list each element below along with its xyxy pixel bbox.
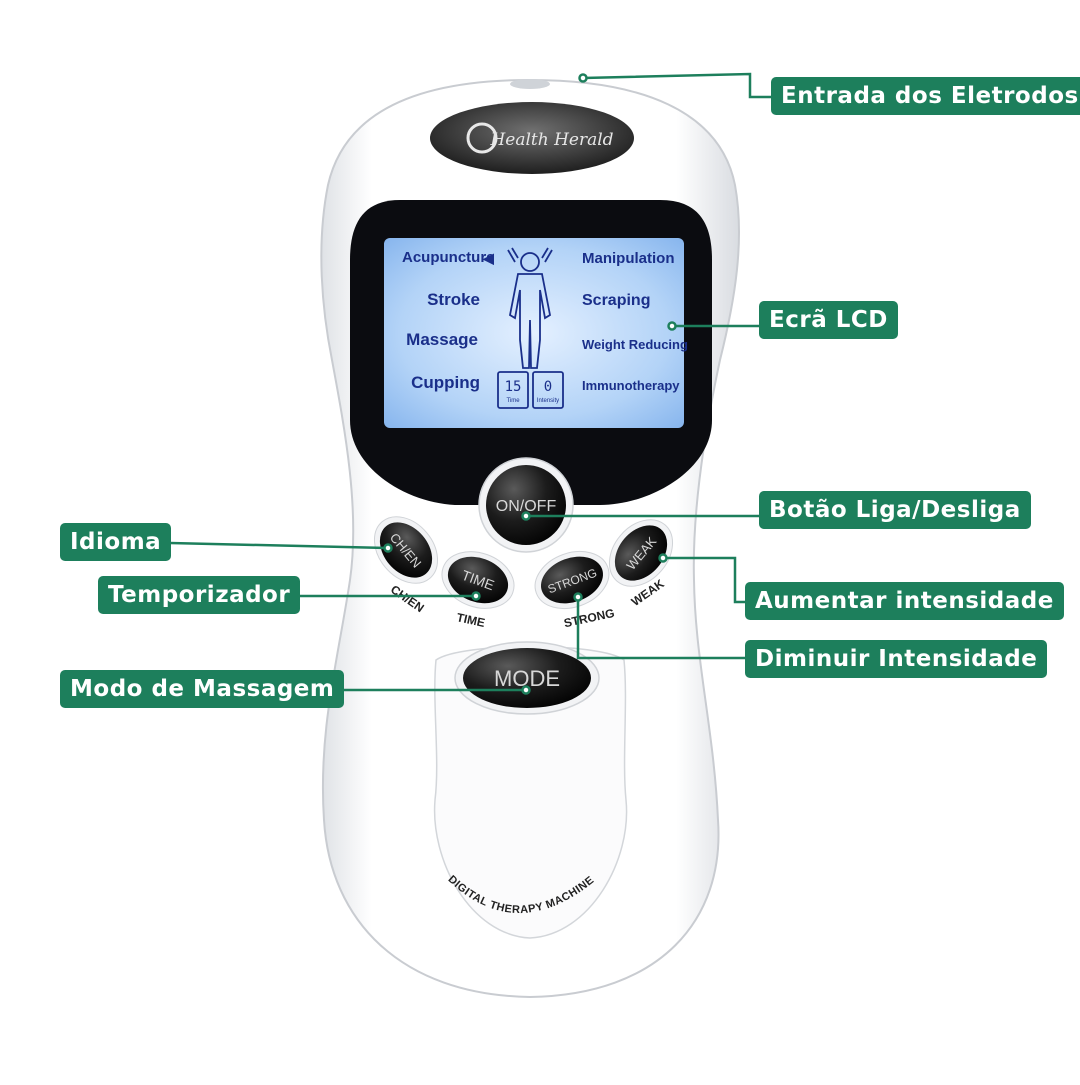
lcd-mode-manipulation: Manipulation [582,250,675,267]
callout-mode: Modo de Massagem [60,670,345,708]
time-button[interactable]: TIME [434,542,522,618]
anchor-dot-electrodes [578,73,588,83]
lcd-mode-massage: Massage [406,330,478,349]
lcd-mode-scraping: Scraping [582,292,650,309]
anchor-dot-power [521,511,531,521]
lcd-mode-cupping: Cupping [411,373,480,392]
lcd-mode-stroke: Stroke [427,290,480,309]
logo-plate [430,102,634,174]
anchor-dot-language [383,543,393,553]
anchor-dot-timer [471,591,481,601]
leader-line-decrease [576,597,746,660]
mode-button[interactable]: MODE [454,641,600,715]
callout-language: Idioma [60,523,172,561]
strong-button[interactable]: STRONG [527,542,617,619]
lcd-time-caption: Time [506,398,520,404]
lcd-intensity-value: 0 [544,379,552,395]
electrode-jack [510,79,550,89]
on-off-button[interactable]: ON/OFF [478,457,574,553]
ch-en-button[interactable]: CH/EN [362,504,451,595]
lcd-mode-weight-reducing: Weight Reducing [582,337,688,352]
lcd-intensity-box [532,371,564,409]
lcd-selected-indicator: ◀ [482,250,494,266]
lcd-time-box [497,371,529,409]
callout-electrodes: Entrada dos Eletrodos [771,77,1080,115]
weak-button[interactable]: WEAK [597,507,686,598]
leader-line-electrodes [582,72,772,99]
anchor-dot-increase [658,553,668,563]
human-figure-icon [507,247,553,369]
anchor-dot-mode [521,685,531,695]
lcd-intensity-caption: Intensity [537,398,559,404]
anchor-dot-lcd [667,321,677,331]
leader-line-language [169,541,389,550]
callout-decrease: Diminuir Intensidade [745,640,1048,678]
printed-label-time: TIME [455,610,486,630]
lcd-mode-acupuncture: Acupuncture [402,249,495,266]
on-off-button-label: ON/OFF [496,498,557,515]
lcd-mode-immunotherapy: Immunotherapy [582,378,680,393]
anchor-dot-decrease [573,592,583,602]
lower-panel [433,645,628,939]
logo-emblem-icon [466,122,498,154]
lcd-screen [384,238,684,428]
leader-line-increase [663,556,746,604]
callout-power: Botão Liga/Desliga [759,491,1031,529]
callout-timer: Temporizador [98,576,301,614]
callout-lcd: Ecrã LCD [759,301,898,339]
brand-logo-text: Health Herald [489,130,613,150]
lcd-time-value: 15 [505,379,522,395]
callout-increase: Aumentar intensidade [745,582,1064,620]
